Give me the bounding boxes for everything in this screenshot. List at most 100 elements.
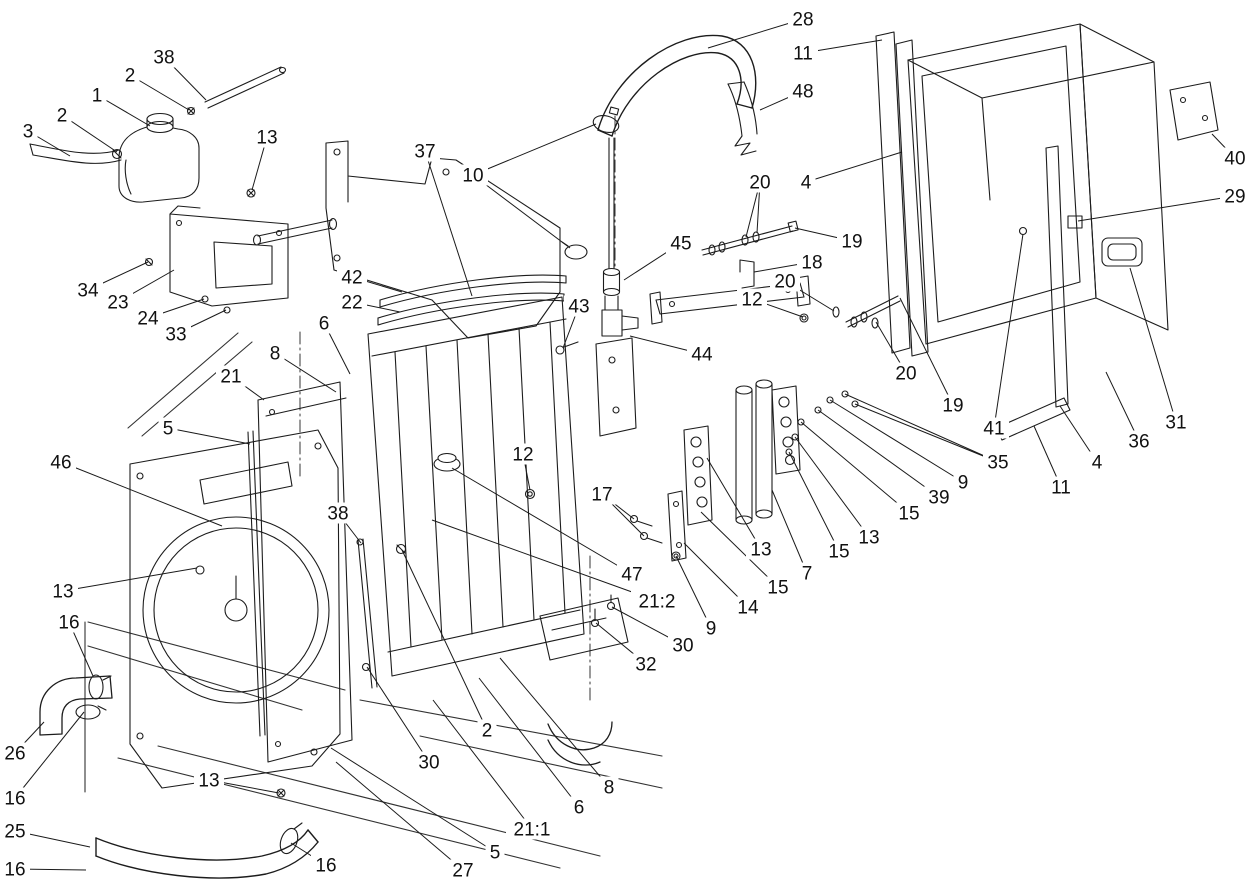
callout-46-36: 46 — [50, 453, 71, 474]
callout-label-bg — [477, 719, 497, 741]
washers-20-upper — [742, 232, 759, 245]
callout-label-bg — [485, 841, 505, 863]
callout-20-31: 20 — [895, 364, 916, 385]
callout-13-67: 13 — [198, 771, 219, 792]
callout-leader-10 — [472, 174, 571, 249]
callout-15-46: 15 — [898, 504, 919, 525]
callout-leader-30 — [366, 666, 430, 763]
callout-label-bg — [979, 417, 1009, 439]
callout-label-bg — [770, 270, 800, 292]
callout-label-bg — [746, 538, 776, 560]
callout-leader-37 — [424, 150, 473, 297]
callout-5-33: 5 — [163, 419, 174, 440]
callout-leader-14 — [683, 542, 749, 608]
callout-leader-2 — [129, 74, 190, 111]
callout-9-55: 9 — [706, 619, 717, 640]
clamp-16-b — [76, 705, 106, 719]
callout-label-bg — [854, 526, 884, 548]
lower-hose-25 — [96, 830, 318, 878]
vent-tube-38 — [205, 67, 286, 108]
nut-9-lower — [672, 552, 680, 560]
callout-label-bg — [788, 42, 818, 64]
callout-16-59: 16 — [58, 613, 79, 634]
callout-leader-19 — [899, 297, 954, 406]
washers-20-lower — [833, 307, 878, 328]
callout-47-52: 47 — [621, 565, 642, 586]
callout-label-bg — [788, 8, 818, 30]
callout-leader-5 — [330, 747, 496, 853]
callout-label-bg — [18, 120, 38, 142]
callout-label-bg — [46, 451, 76, 473]
callout-label-bg — [216, 365, 246, 387]
frame-rail-11-left — [876, 32, 910, 353]
callout-label-bg — [953, 471, 973, 493]
manifold-left — [684, 426, 712, 525]
callout-4-40: 4 — [1092, 453, 1103, 474]
mount-plate-14 — [668, 491, 686, 561]
callout-22-21: 22 — [341, 293, 362, 314]
callout-label-bg — [410, 140, 440, 162]
callout-leader-15 — [788, 451, 840, 552]
callout-label-bg — [103, 291, 133, 313]
callout-leader-36 — [1105, 371, 1140, 442]
screw-34 — [146, 259, 153, 266]
callout-label-bg — [508, 443, 538, 465]
callout-2-62: 2 — [482, 721, 493, 742]
callout-label-bg — [0, 742, 30, 764]
upper-hose-28 — [598, 35, 756, 136]
callout-19-32: 19 — [942, 396, 963, 417]
callout-label-bg — [797, 251, 827, 273]
callout-label-bg — [52, 104, 72, 126]
chassis-frame-lines — [85, 333, 662, 868]
callout-label-bg — [1124, 430, 1154, 452]
callout-13-47: 13 — [858, 528, 879, 549]
callout-label-bg — [1087, 451, 1107, 473]
callout-label-bg — [149, 46, 179, 68]
callout-38-3: 38 — [153, 48, 174, 69]
callout-leader-46 — [60, 461, 223, 527]
callout-11-1: 11 — [793, 44, 813, 65]
callout-leader-27 — [335, 761, 464, 871]
callout-label-bg — [161, 323, 191, 345]
callout-leader-8 — [499, 657, 610, 788]
callout-43-22: 43 — [568, 297, 589, 318]
handle-31 — [1102, 238, 1142, 266]
callout-38-45: 38 — [327, 504, 348, 525]
clamp-16-c — [277, 823, 302, 856]
callout-8-28: 8 — [270, 344, 281, 365]
callout-label-bg — [73, 279, 103, 301]
callout-20-18: 20 — [774, 272, 795, 293]
hose-clamp-10-upper — [591, 107, 620, 135]
callout-leader-35 — [844, 393, 999, 463]
callout-21:1-66: 21:1 — [514, 820, 551, 841]
callout-label-bg — [701, 617, 721, 639]
callout-37-9: 37 — [414, 142, 435, 163]
callout-2-4: 2 — [125, 66, 136, 87]
side-panel-21 — [258, 382, 352, 762]
callout-20-11: 20 — [749, 173, 770, 194]
callout-label-bg — [87, 84, 107, 106]
seal-22 — [378, 293, 564, 325]
callout-label-bg — [314, 312, 334, 334]
nut-12-center — [526, 490, 535, 499]
callout-label-bg — [194, 769, 224, 791]
callout-label-bg — [617, 563, 647, 585]
callout-15-51: 15 — [767, 578, 788, 599]
callout-45-16: 45 — [670, 234, 691, 255]
screws-17 — [631, 516, 663, 544]
callout-21-30: 21 — [220, 367, 241, 388]
callout-leader-29 — [1077, 195, 1236, 222]
callout-5-68: 5 — [490, 843, 501, 864]
callout-26-60: 26 — [4, 744, 25, 765]
callout-leader-21:2 — [431, 519, 658, 602]
callout-2-6: 2 — [57, 106, 68, 127]
radiator-core — [368, 297, 584, 676]
callout-leader-39 — [817, 409, 940, 498]
callout-label-bg — [587, 483, 617, 505]
callout-label-bg — [323, 502, 353, 524]
elbow-hose-26 — [40, 676, 112, 735]
callout-4-12: 4 — [801, 173, 812, 194]
callout-leader-15 — [700, 511, 779, 588]
frame-rail-4-left — [896, 40, 928, 356]
